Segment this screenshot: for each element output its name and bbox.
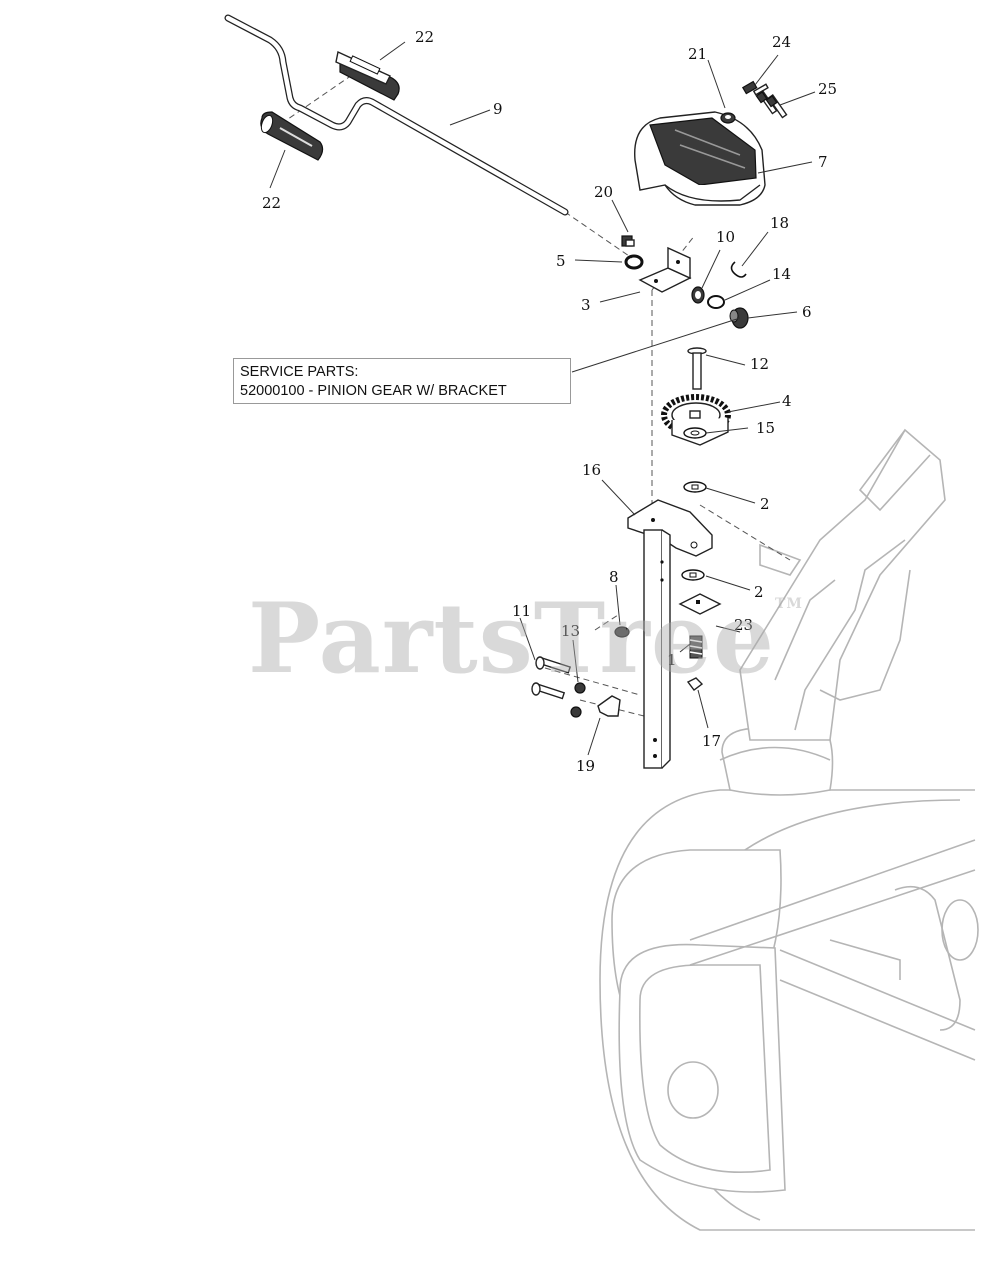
callout-6: 6	[802, 303, 812, 321]
chute-control-cover-part-7	[634, 111, 766, 206]
bushing-part-10	[691, 286, 705, 304]
callout-13: 13	[561, 622, 580, 640]
handle-grip-lower-part-22	[260, 111, 324, 161]
callout-23: 23	[734, 616, 753, 634]
callout-14: 14	[772, 265, 791, 283]
washers-part-13	[570, 682, 586, 718]
callout-17: 17	[702, 732, 721, 750]
callout-16: 16	[582, 461, 601, 479]
support-bracket-part-16	[627, 499, 713, 769]
snowblower-housing-outline	[599, 428, 979, 1231]
callout-22-upper: 22	[415, 28, 434, 46]
callout-9: 9	[493, 100, 503, 118]
screws-part-25	[755, 90, 788, 119]
callout-25: 25	[818, 80, 837, 98]
callout-8: 8	[609, 568, 619, 586]
control-rod-part-9	[224, 14, 569, 216]
retainer-ring-part-5	[624, 254, 644, 270]
callout-10: 10	[716, 228, 735, 246]
callout-4: 4	[782, 392, 792, 410]
washer-part-14	[707, 295, 725, 309]
callout-2-upper: 2	[760, 495, 770, 513]
callout-20: 20	[594, 183, 613, 201]
nut-part-17	[686, 677, 704, 691]
pinion-bracket-part-3	[638, 246, 692, 293]
callout-18: 18	[770, 214, 789, 232]
callout-3: 3	[581, 296, 591, 314]
callout-2-lower: 2	[754, 583, 764, 601]
washer-part-21	[720, 112, 736, 124]
callout-11: 11	[512, 602, 531, 620]
washer-upper-part-2	[683, 481, 707, 493]
callout-24: 24	[772, 33, 791, 51]
handle-grip-upper-part-22	[335, 50, 400, 101]
clip-part-19	[597, 695, 621, 717]
fitting-part-20	[621, 235, 635, 247]
callout-12: 12	[750, 355, 769, 373]
callout-leaders	[269, 41, 816, 756]
nut-part-8	[614, 626, 630, 638]
callout-1: 1	[667, 651, 677, 669]
callout-5: 5	[556, 252, 566, 270]
spring-part-23	[689, 635, 703, 659]
callout-numbers: 22 22 9 21 24 25 7 20 18 10 5 14 3 6 12 …	[262, 28, 837, 775]
callout-7: 7	[818, 153, 828, 171]
bolts-part-11	[531, 656, 572, 700]
callout-15: 15	[756, 419, 775, 437]
pin-part-12	[687, 347, 707, 390]
callout-22-lower: 22	[262, 194, 281, 212]
clip-part-18	[730, 261, 747, 278]
service-parts-heading: SERVICE PARTS:	[240, 364, 359, 380]
callout-19: 19	[576, 757, 595, 775]
bracket-part-1	[678, 593, 722, 615]
washer-lower-part-2	[681, 569, 705, 581]
callout-21: 21	[688, 45, 707, 63]
service-parts-note: SERVICE PARTS: 52000100 - PINION GEAR W/…	[233, 358, 571, 404]
washer-part-15	[683, 427, 707, 439]
service-parts-line: 52000100 - PINION GEAR W/ BRACKET	[240, 383, 507, 399]
